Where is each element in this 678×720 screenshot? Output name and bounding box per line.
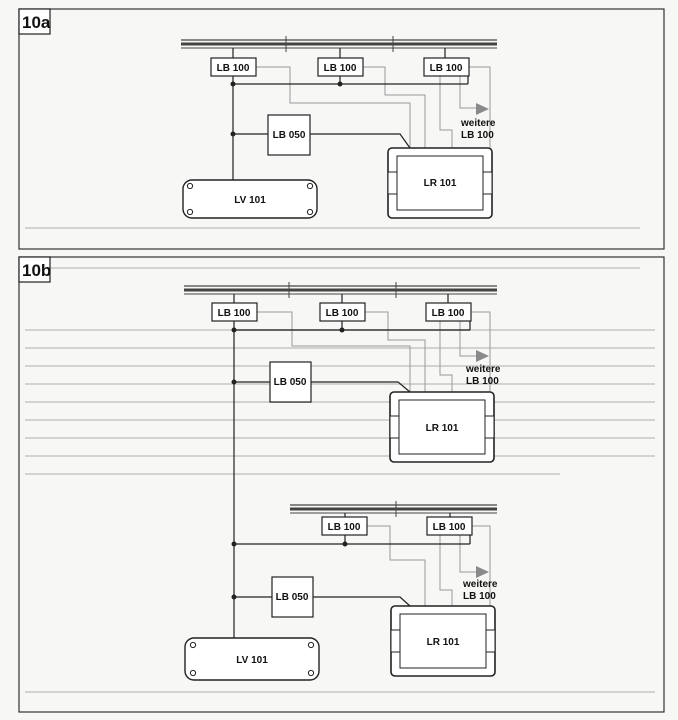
svg-text:LB 100: LB 100: [430, 63, 463, 74]
panel-10b: 10b weitere LB 100: [18, 256, 665, 713]
svg-text:LR 101: LR 101: [427, 637, 460, 648]
svg-text:LB 100: LB 100: [324, 63, 357, 74]
panel-10a-label: 10a: [22, 13, 51, 32]
bus-unit-lb100: LB 100: [210, 57, 257, 77]
panel-10b-label-box: [18, 256, 51, 283]
more-units-label: weitere: [462, 579, 498, 590]
more-units-label: LB 100: [461, 130, 494, 141]
receiver-lr101: LR 101: [390, 605, 496, 677]
bus-unit-lb100: LB 100: [426, 516, 473, 536]
bus-unit-lb100: LB 100: [317, 57, 364, 77]
junction-dot: [231, 594, 237, 600]
bus-unit-lb100: LB 100: [425, 302, 472, 322]
interface-lb050: LB 050: [267, 114, 311, 156]
svg-text:LV 101: LV 101: [234, 195, 266, 206]
svg-text:LB 100: LB 100: [433, 522, 466, 533]
svg-text:LB 100: LB 100: [432, 308, 465, 319]
wiring: [232, 76, 469, 218]
interface-lb050: LB 050: [269, 361, 312, 403]
panel-10a: 10a weitere LB 100: [18, 8, 665, 250]
arrow-icon: [476, 566, 489, 578]
panel-10b-frame: [18, 256, 665, 713]
svg-text:LV 101: LV 101: [236, 655, 268, 666]
svg-text:LB 100: LB 100: [326, 308, 359, 319]
grey-bus-wires: [257, 311, 491, 392]
bus-unit-lb100: LB 100: [321, 516, 368, 536]
svg-text:LR 101: LR 101: [424, 178, 457, 189]
bus-unit-lb100: LB 100: [423, 57, 470, 77]
svg-text:LR 101: LR 101: [426, 423, 459, 434]
bus-rail: [184, 282, 497, 298]
interface-lb050: LB 050: [271, 576, 314, 618]
svg-text:LB 100: LB 100: [328, 522, 361, 533]
svg-text:LB 050: LB 050: [273, 130, 306, 141]
wiring: [234, 535, 471, 607]
svg-text:LB 100: LB 100: [218, 308, 251, 319]
wiring: [233, 321, 471, 638]
svg-text:LB 050: LB 050: [276, 592, 309, 603]
bus-unit-lb100: LB 100: [319, 302, 366, 322]
junction-dot: [231, 379, 237, 385]
power-supply-lv101: LV 101: [184, 637, 320, 681]
junction-dot: [231, 541, 237, 547]
power-supply-lv101: LV 101: [182, 179, 318, 219]
arrow-icon: [476, 103, 489, 115]
junction-dot: [339, 327, 345, 333]
panel-10a-label-box: [18, 8, 51, 35]
more-units-label: weitere: [460, 118, 496, 129]
junction-dot: [230, 131, 236, 137]
junction-dot: [337, 81, 343, 87]
junction-dot: [231, 327, 237, 333]
more-units-label: LB 100: [466, 376, 499, 387]
bus-rail: [290, 501, 497, 517]
more-units-label: LB 100: [463, 591, 496, 602]
receiver-lr101: LR 101: [389, 391, 495, 463]
panel-10a-frame: [18, 8, 665, 250]
bus-rail: [181, 36, 497, 52]
panel-10b-label: 10b: [22, 261, 51, 280]
arrow-icon: [476, 350, 489, 362]
receiver-lr101: LR 101: [387, 147, 493, 219]
background-bleed-through: [25, 227, 655, 693]
bus-unit-lb100: LB 100: [211, 302, 258, 322]
bus-drops: [233, 294, 449, 304]
junction-dot: [342, 541, 348, 547]
more-units-label: weitere: [465, 364, 501, 375]
grey-bus-wires: [366, 525, 491, 606]
svg-text:LB 050: LB 050: [274, 377, 307, 388]
junction-dot: [230, 81, 236, 87]
svg-text:LB 100: LB 100: [217, 63, 250, 74]
